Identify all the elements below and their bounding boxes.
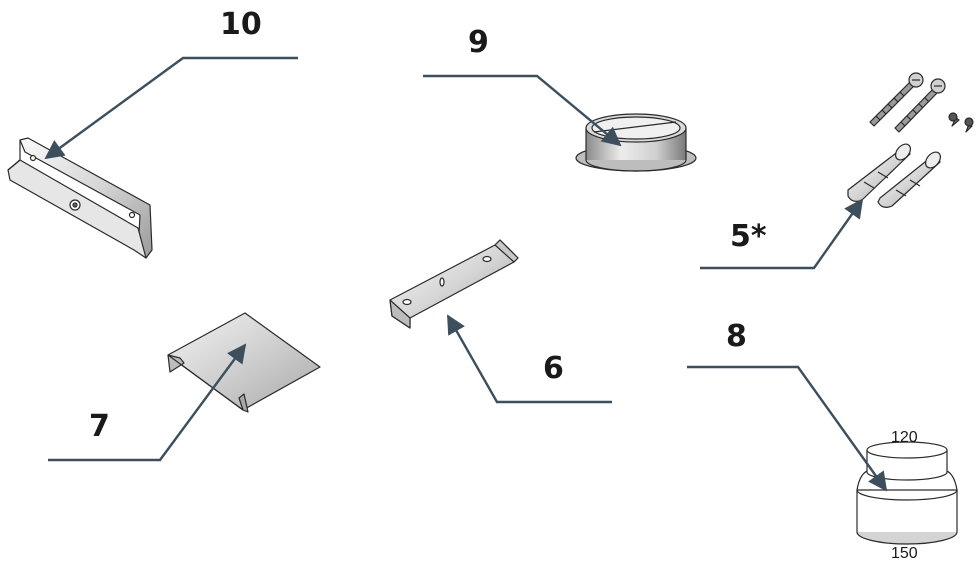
callout-6: 6 [543, 351, 564, 386]
callout-7: 7 [89, 409, 110, 444]
callout-8: 8 [726, 319, 747, 354]
dimension-top-label: 120 [891, 429, 918, 446]
part-7-cover-plate [167, 312, 321, 413]
leader-10 [44, 56, 298, 160]
leader-9 [423, 74, 622, 147]
dimension-bottom-label: 150 [891, 545, 918, 562]
part-5-screws-and-plugs [847, 72, 974, 208]
leader-5 [700, 198, 864, 270]
leader-8 [687, 365, 888, 492]
leader-6 [446, 314, 612, 404]
callout-5: 5* [730, 219, 767, 254]
part-8-reducer [856, 441, 958, 545]
callout-10: 10 [220, 7, 262, 42]
part-6-hanging-bracket [389, 239, 519, 329]
callout-9: 9 [468, 25, 489, 60]
part-10-wall-bracket [7, 137, 153, 259]
leader-7 [48, 343, 247, 462]
